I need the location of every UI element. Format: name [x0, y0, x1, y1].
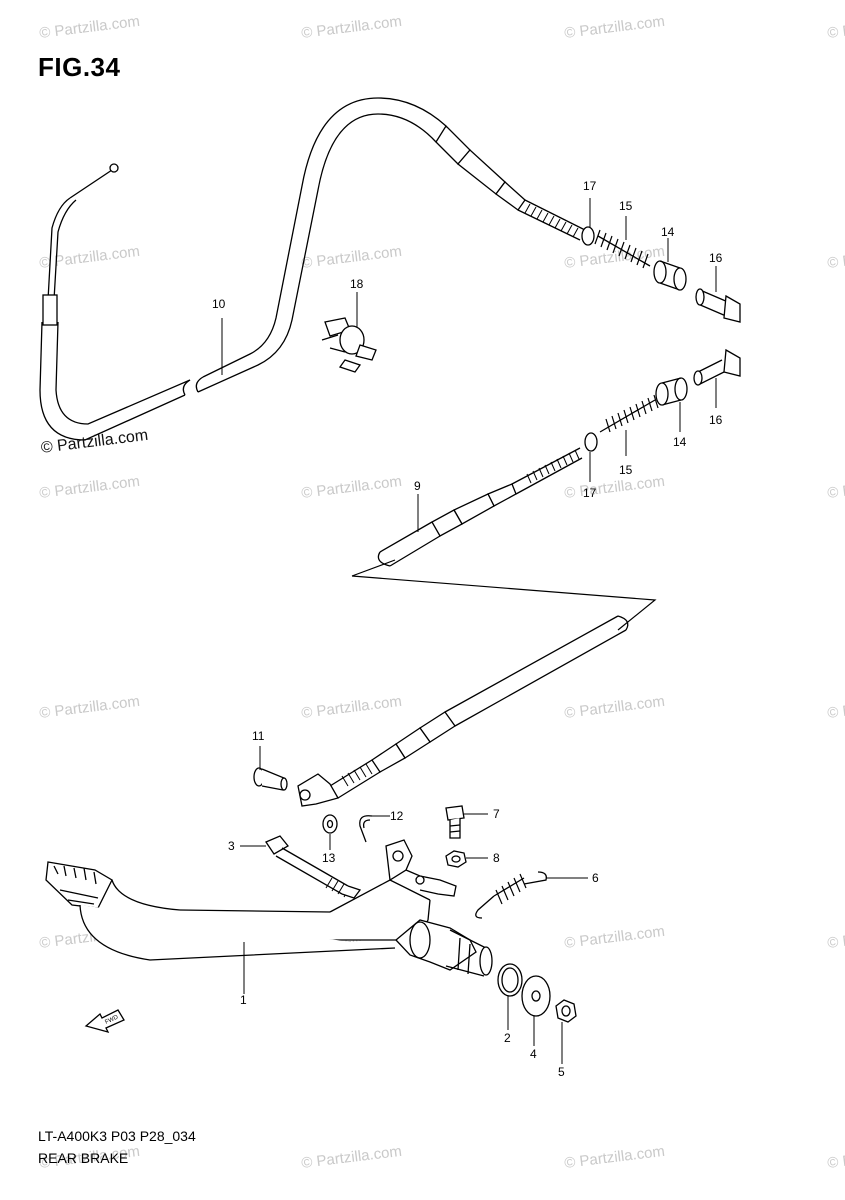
diagram-code: LT-A400K3 P03 P28_034 [38, 1128, 196, 1144]
watermark-5-1: © Partzilla.com [300, 1143, 402, 1172]
bolt-3 [265, 835, 362, 899]
watermark-1-1: © Partzilla.com [300, 243, 402, 272]
watermark-5-3: © Partzilla.com [826, 1143, 845, 1172]
callout-8: 8 [493, 851, 500, 865]
callout-6: 6 [592, 871, 599, 885]
cotter-pin-12 [359, 815, 373, 843]
callout-5: 5 [558, 1065, 565, 1079]
callout-15-lower: 15 [619, 463, 633, 477]
watermark-3-0: © Partzilla.com [38, 693, 140, 722]
watermark-2-0: © Partzilla.com [38, 473, 140, 502]
return-spring-6 [475, 871, 547, 919]
clamp-18 [321, 317, 377, 373]
watermark-3-1: © Partzilla.com [300, 693, 402, 722]
direction-arrow-text: FWD [104, 1014, 120, 1025]
cable-10 [39, 97, 741, 441]
watermark-2-1: © Partzilla.com [300, 473, 402, 502]
callout-4: 4 [530, 1047, 537, 1061]
callout-14-lower: 14 [673, 435, 687, 449]
watermark-layer: © Partzilla.com © Partzilla.com © Partzill… [38, 13, 845, 1172]
watermark-1-3: © Partzilla.com [826, 243, 845, 272]
callout-9: 9 [414, 479, 421, 493]
watermark-0-2: © Partzilla.com [563, 13, 665, 42]
callout-3: 3 [228, 839, 235, 853]
watermark-2-2: © Partzilla.com [563, 473, 665, 502]
cable-9 [297, 348, 741, 807]
watermark-0-1: © Partzilla.com [300, 13, 402, 42]
leader-lines [221, 198, 717, 1064]
watermark-3-2: © Partzilla.com [563, 693, 665, 722]
callout-1: 1 [240, 993, 247, 1007]
part-labels: 10 18 17 15 14 16 16 14 15 17 9 11 12 13… [212, 179, 723, 1079]
watermark-0-0: © Partzilla.com [38, 13, 140, 42]
watermark-2-3: © Partzilla.com [826, 473, 845, 502]
callout-17-lower: 17 [583, 486, 597, 500]
callout-11: 11 [252, 729, 265, 743]
brake-pedal-1 [45, 839, 493, 977]
nut-8 [445, 850, 467, 868]
callout-12: 12 [390, 809, 404, 823]
callout-7: 7 [493, 807, 500, 821]
watermark-1-0: © Partzilla.com [38, 243, 140, 272]
watermark-4-3: © Partzilla.com [826, 923, 845, 952]
nut-5 [555, 999, 577, 1023]
callout-17-upper: 17 [583, 179, 597, 193]
front-direction-arrow-icon: FWD [84, 1009, 125, 1034]
diagram-name: REAR BRAKE [38, 1150, 129, 1166]
watermark-4-2: © Partzilla.com [563, 923, 665, 952]
watermark-3-3: © Partzilla.com [826, 693, 845, 722]
callout-18: 18 [350, 277, 364, 291]
circlip-2 [497, 963, 523, 997]
callout-13: 13 [322, 851, 336, 865]
watermark-5-2: © Partzilla.com [563, 1143, 665, 1172]
callout-15-upper: 15 [619, 199, 633, 213]
callout-2: 2 [504, 1031, 511, 1045]
watermark-0-3: © Partzilla.com [826, 13, 845, 42]
bolt-7 [445, 805, 465, 839]
callout-14-upper: 14 [661, 225, 675, 239]
clevis-pin-11 [253, 767, 288, 791]
callout-16-lower: 16 [709, 413, 723, 427]
washer-4 [521, 975, 551, 1017]
figure-title: FIG.34 [38, 52, 121, 82]
washer-13 [322, 814, 338, 834]
callout-10: 10 [212, 297, 226, 311]
callout-16-upper: 16 [709, 251, 723, 265]
